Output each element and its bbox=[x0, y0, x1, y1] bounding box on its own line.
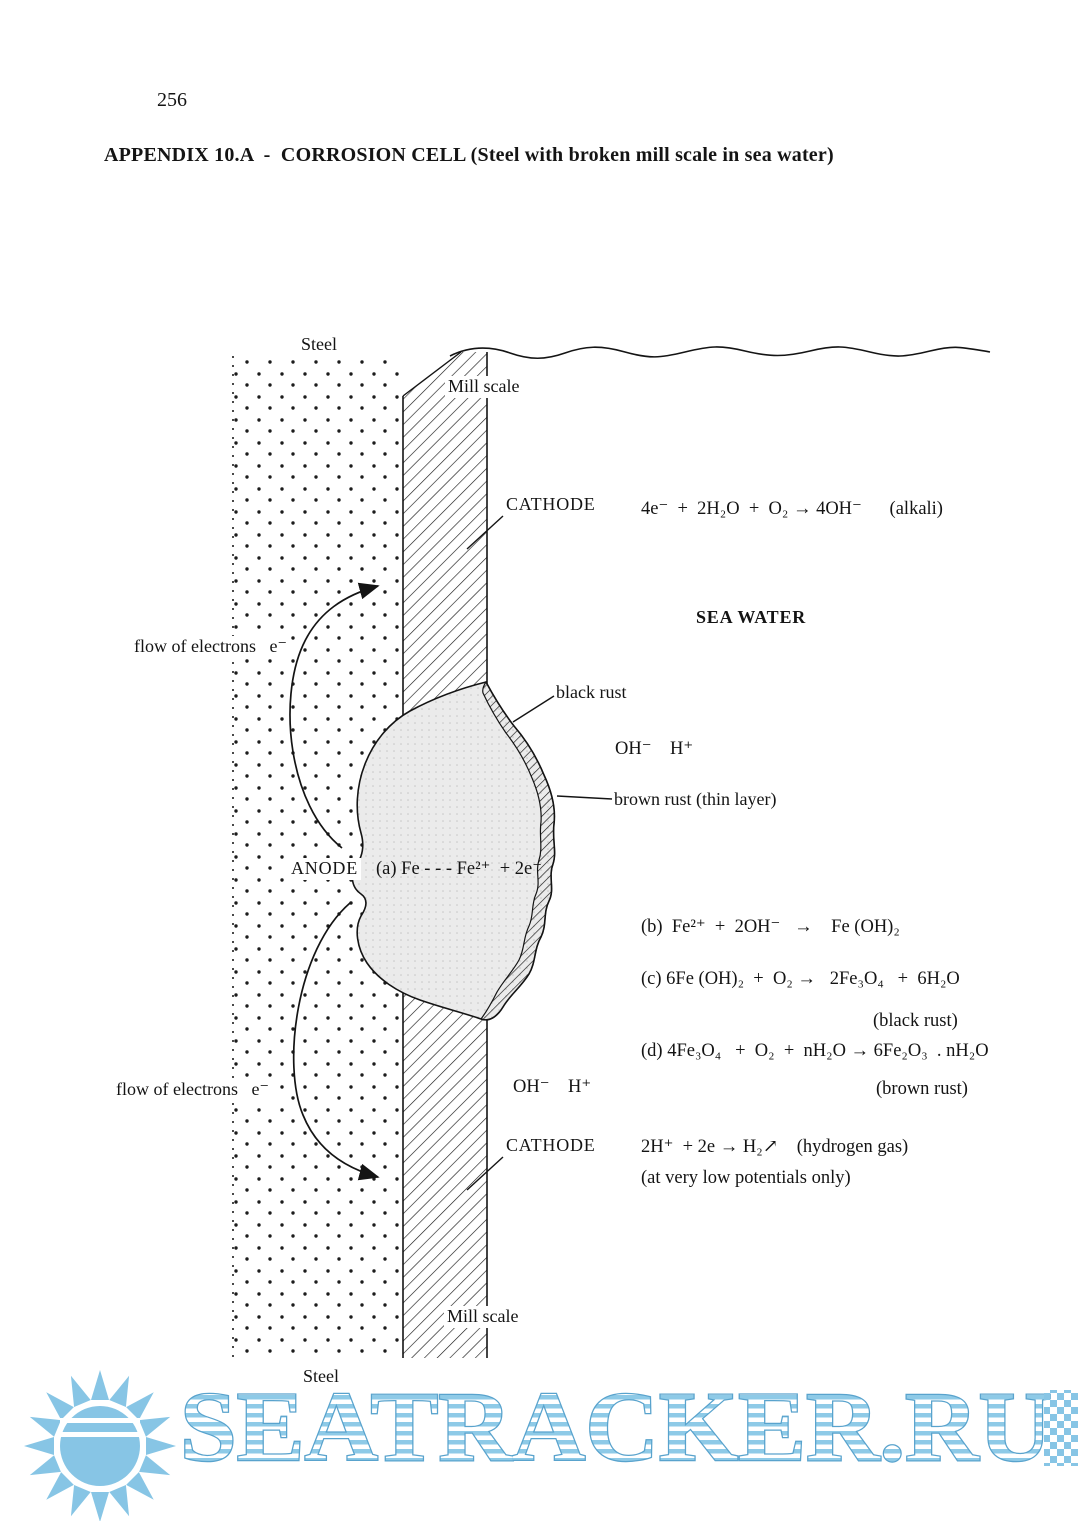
reaction-b: (b) Fe²⁺ + 2OH⁻ → Fe (OH)₂ bbox=[641, 917, 900, 937]
reaction-c: (c) 6Fe (OH)₂ + O₂ → 2Fe₃O₄ + 6H₂O bbox=[641, 969, 960, 989]
cathode-reaction-bottom-note: (at very low potentials only) bbox=[641, 1168, 851, 1188]
black-rust-label: black rust bbox=[556, 682, 627, 702]
cathode-label-top: CATHODE bbox=[506, 494, 596, 514]
flow-of-electrons-label-top: flow of electrons e⁻ bbox=[131, 636, 290, 658]
watermark: SEATRACKER.RU bbox=[24, 1370, 1078, 1521]
watermark-sun-logo bbox=[24, 1370, 176, 1521]
watermark-corner-pattern bbox=[1044, 1390, 1078, 1466]
anode-reaction-a: (a) Fe - - - Fe²⁺ + 2e⁻ bbox=[376, 859, 542, 879]
electron-flow-arrow-top bbox=[289, 582, 380, 849]
cathode-reaction-top: 4e⁻ + 2H₂O + O₂ → 4OH⁻ (alkali) bbox=[641, 499, 943, 519]
electron-flow-arrow-bottom bbox=[292, 902, 380, 1181]
steel-label-bottom: Steel bbox=[303, 1366, 339, 1386]
cathode-top-leader bbox=[466, 515, 504, 550]
sea-water-label: SEA WATER bbox=[696, 607, 807, 627]
reaction-c-note: (black rust) bbox=[873, 1011, 958, 1031]
leader-lines bbox=[466, 515, 613, 1191]
cathode-bottom-leader bbox=[466, 1156, 504, 1191]
anode-label: ANODE bbox=[288, 858, 361, 880]
mill-scale-label-bottom: Mill scale bbox=[444, 1306, 522, 1328]
brown-rust-label: brown rust (thin layer) bbox=[614, 789, 777, 809]
flow-of-electrons-label-bottom: flow of electrons e⁻ bbox=[113, 1079, 272, 1101]
ions-label-top: OH⁻ H⁺ bbox=[615, 739, 694, 759]
cathode-reaction-bottom: 2H⁺ + 2e → H₂↗ (hydrogen gas) bbox=[641, 1137, 909, 1157]
brown-rust-leader bbox=[556, 795, 613, 800]
rust-layer-crescent bbox=[480, 680, 556, 1021]
water-surface-line bbox=[449, 346, 991, 360]
watermark-text: SEATRACKER.RU bbox=[180, 1371, 1052, 1482]
black-rust-leader bbox=[512, 695, 555, 723]
ions-label-bottom: OH⁻ H⁺ bbox=[513, 1077, 592, 1097]
page-title: APPENDIX 10.A - CORROSION CELL (Steel wi… bbox=[104, 144, 834, 166]
mill-scale-label-top: Mill scale bbox=[445, 376, 523, 398]
cathode-label-bottom: CATHODE bbox=[506, 1135, 596, 1155]
page-number: 256 bbox=[157, 89, 187, 111]
reaction-d-note: (brown rust) bbox=[876, 1079, 968, 1099]
steel-label-top: Steel bbox=[301, 334, 337, 354]
reaction-d: (d) 4Fe₃O₄ + O₂ + nH₂O → 6Fe₂O₃ . nH₂O bbox=[641, 1041, 989, 1061]
